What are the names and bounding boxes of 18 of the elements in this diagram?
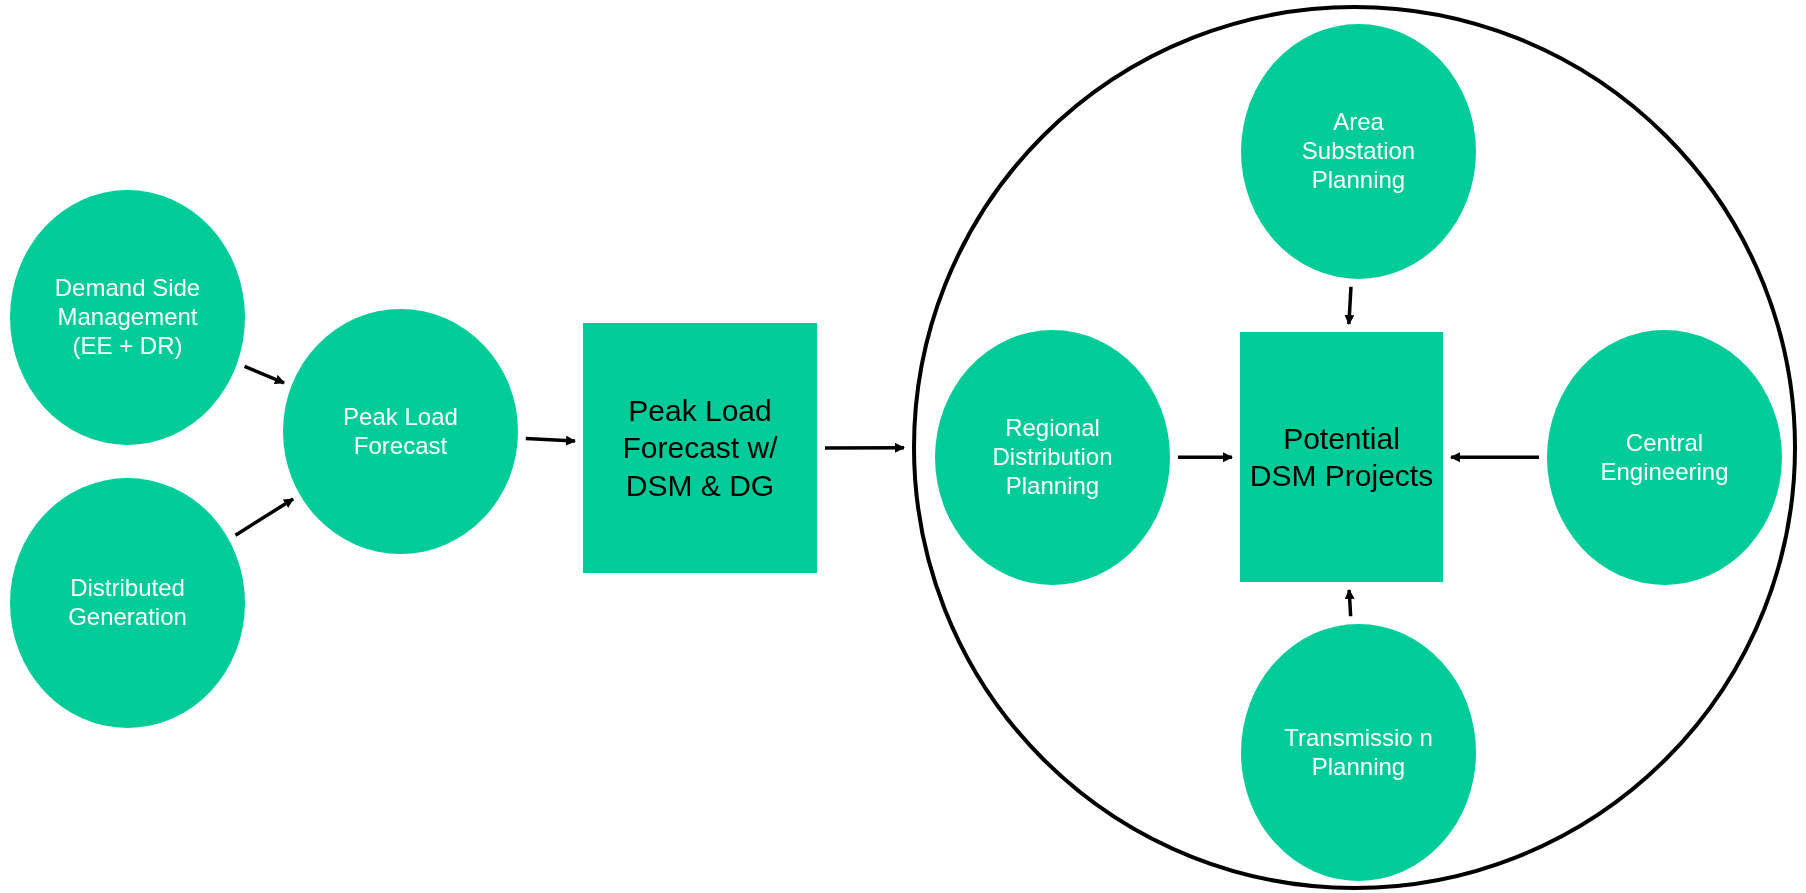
process-ellipse: Central Engineering [1547,330,1782,585]
process-ellipse: Transmissio n Planning [1241,624,1476,881]
arrow [525,435,576,446]
process-box: Peak Load Forecast w/ DSM & DG [583,323,817,573]
process-ellipse: Demand Side Management (EE + DR) [10,190,245,445]
arrow [1178,452,1233,463]
arrow [825,442,905,453]
process-ellipse: Peak Load Forecast [283,309,518,554]
process-box: Potential DSM Projects [1240,332,1443,582]
arrow [243,364,285,385]
arrow [234,497,294,537]
arrow [1344,589,1355,617]
process-ellipse: Area Substation Planning [1241,24,1476,279]
arrow [1450,452,1539,463]
arrow [1344,286,1355,325]
process-ellipse: Distributed Generation [10,478,245,728]
boundary-circle [912,5,1797,890]
process-ellipse: Regional Distribution Planning [935,330,1170,585]
